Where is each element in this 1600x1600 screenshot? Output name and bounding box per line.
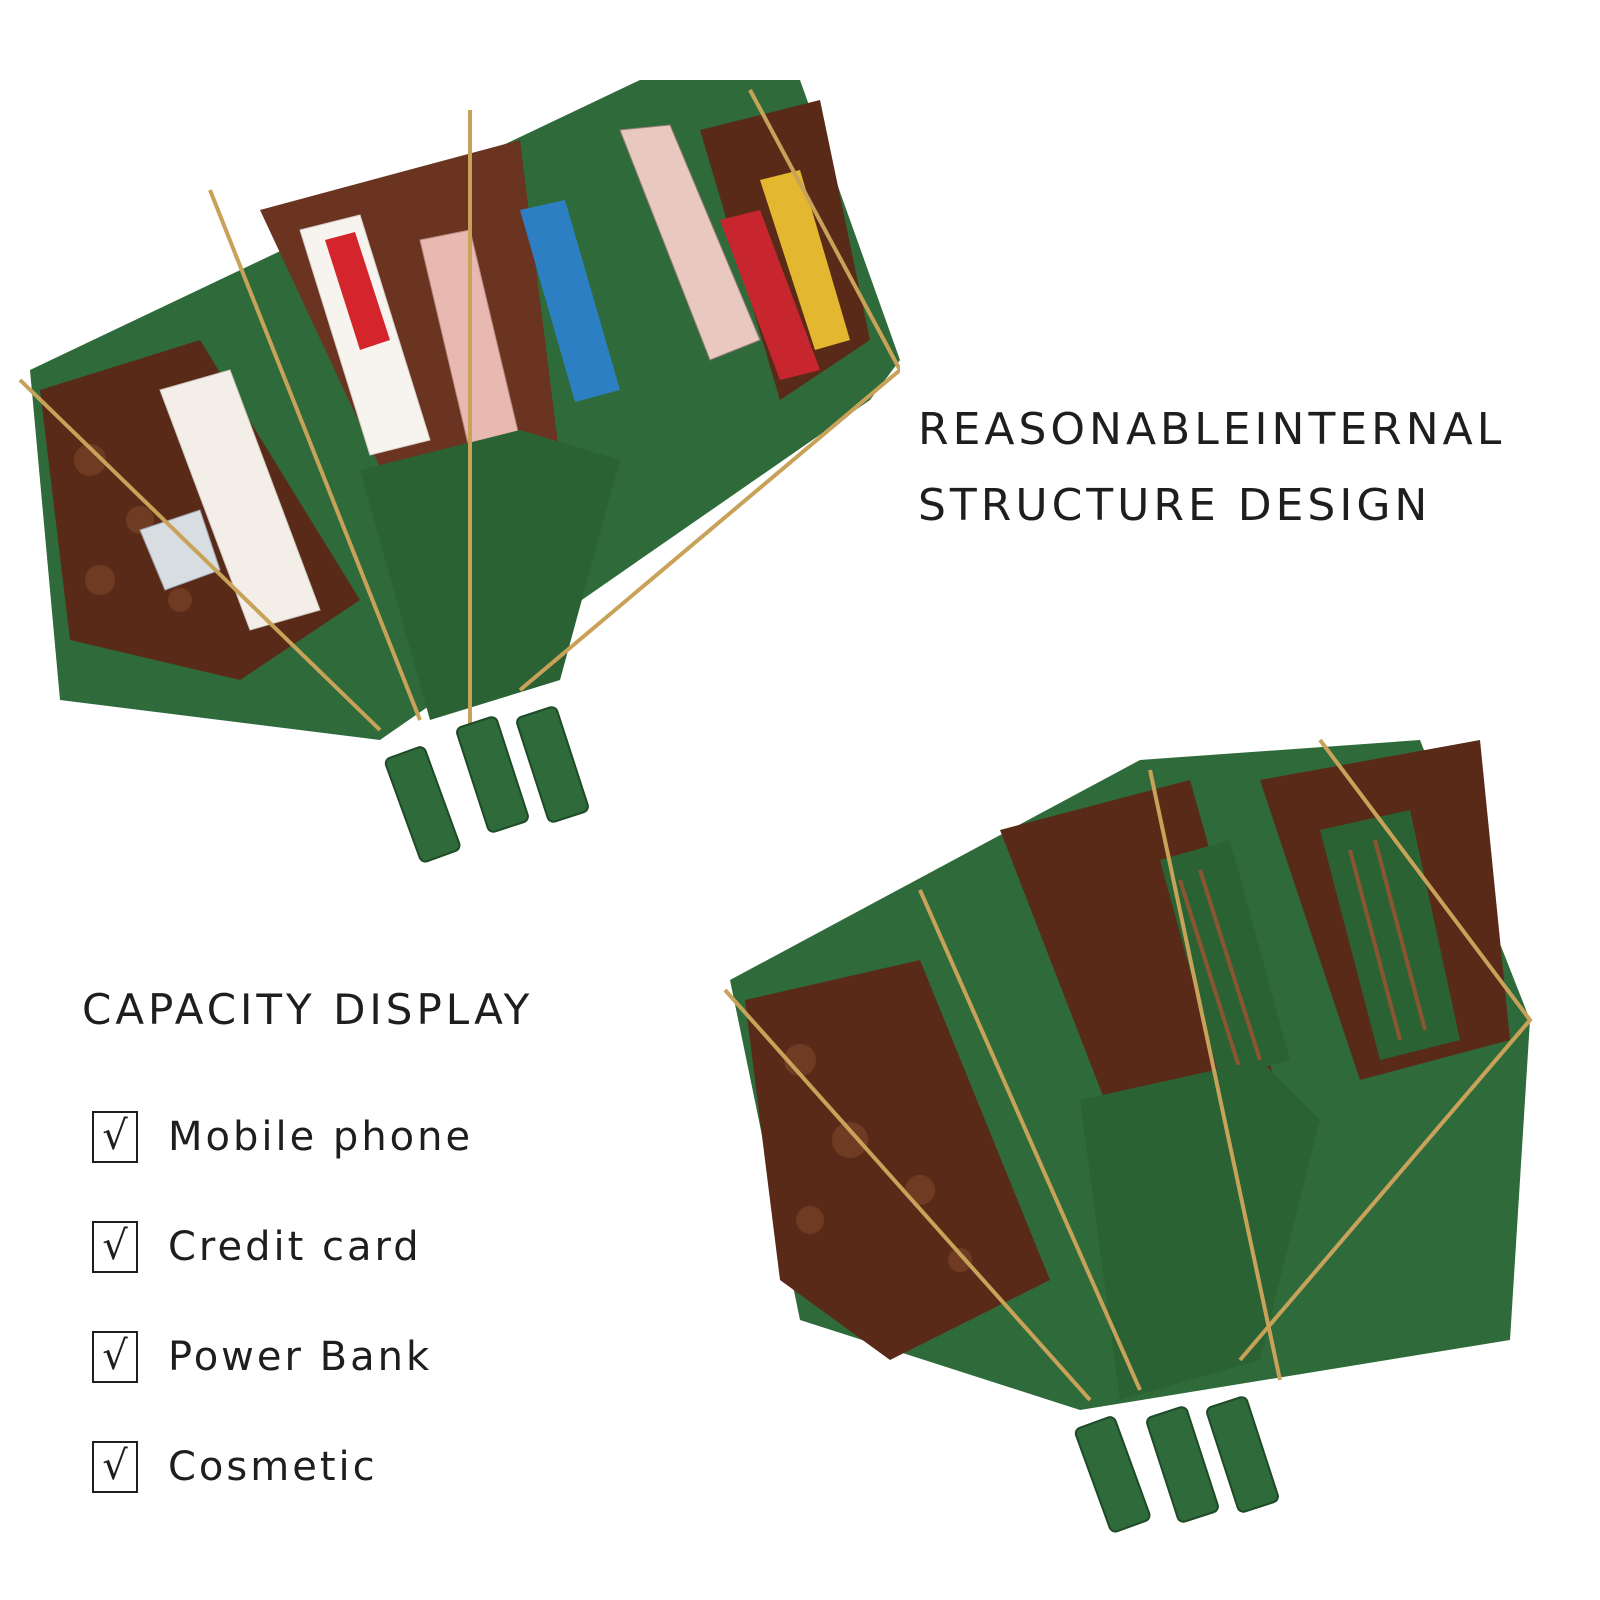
capacity-item-credit-card: √ Credit card	[92, 1192, 473, 1302]
capacity-item-label: Mobile phone	[168, 1114, 474, 1160]
zipper-lines	[723, 738, 1533, 1402]
front-pocket	[360, 430, 620, 720]
headline: REASONABLEINTERNAL STRUCTURE DESIGN	[918, 392, 1505, 544]
check-icon: √	[92, 1441, 138, 1493]
headline-line-1: REASONABLEINTERNAL	[918, 404, 1506, 455]
bag-photo-filled	[18, 80, 900, 863]
zipper-lines	[18, 89, 900, 732]
headline-line-2: STRUCTURE DESIGN	[918, 480, 1432, 531]
lipstick-red	[325, 232, 390, 350]
capacity-item-power-bank: √ Power Bank	[92, 1302, 473, 1412]
gold-card	[760, 170, 850, 350]
phone	[619, 124, 761, 361]
card-slots-middle	[1160, 840, 1290, 1080]
capacity-item-mobile-phone: √ Mobile phone	[92, 1082, 473, 1192]
capacity-item-label: Credit card	[168, 1224, 422, 1270]
capacity-item-cosmetic: √ Cosmetic	[92, 1412, 473, 1522]
capacity-title: CAPACITY DISPLAY	[82, 985, 534, 1034]
medicine-box	[159, 369, 321, 631]
zipper-pulls	[1074, 1396, 1279, 1533]
card-slot-lines	[1178, 839, 1427, 1071]
check-icon: √	[92, 1221, 138, 1273]
check-icon: √	[92, 1331, 138, 1383]
blue-card	[520, 200, 620, 402]
capacity-item-label: Power Bank	[168, 1334, 433, 1380]
capacity-item-label: Cosmetic	[168, 1444, 378, 1490]
lining-left	[745, 960, 1050, 1360]
front-pocket	[1080, 1060, 1320, 1400]
capacity-list: √ Mobile phone √ Credit card √ Power Ban…	[92, 1082, 473, 1522]
red-card	[720, 210, 820, 380]
check-icon: √	[92, 1111, 138, 1163]
bag-photo-empty	[723, 738, 1533, 1533]
zipper-pulls	[384, 706, 589, 863]
perfume-bottle	[139, 509, 221, 591]
